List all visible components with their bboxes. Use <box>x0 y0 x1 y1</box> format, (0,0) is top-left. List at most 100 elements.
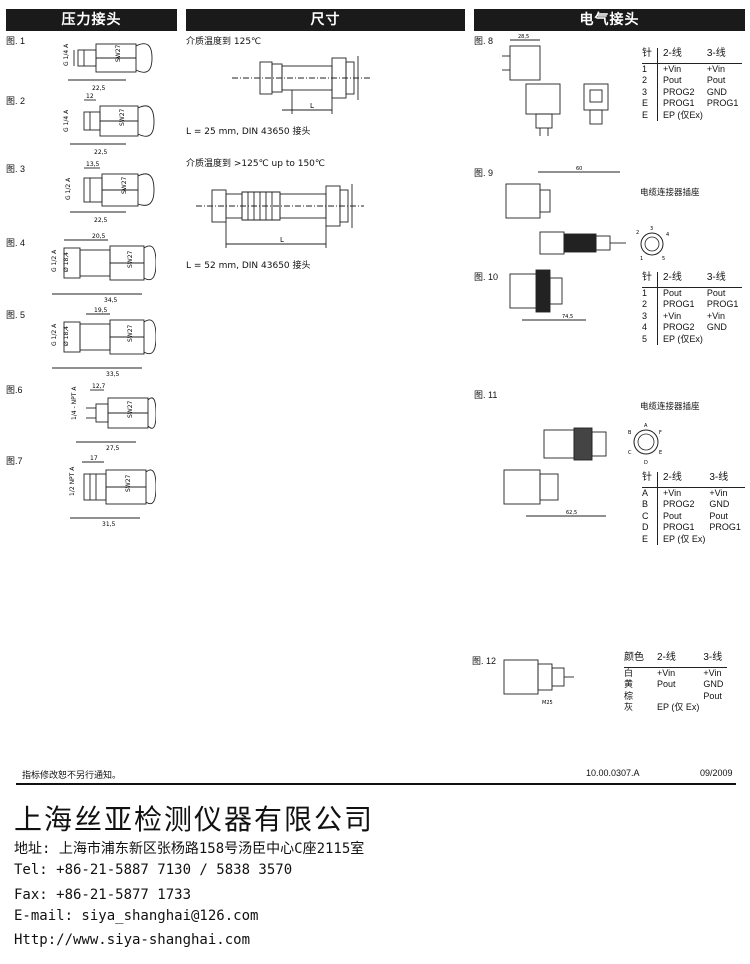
fig12-head-3wire: 3-线 <box>703 652 723 663</box>
wire-color: 白 <box>624 667 634 678</box>
pin-2wire: EP (仅Ex) <box>663 109 703 120</box>
fig8-dim-label: 28,5 <box>518 34 529 40</box>
wire-3wire: GND <box>703 679 724 689</box>
fig7-top-label: 17 <box>90 455 98 462</box>
pin-label: 3 <box>650 226 653 232</box>
pin-3wire: Pout <box>706 75 726 85</box>
pin: 1 <box>642 63 658 75</box>
pin: 3 <box>642 86 658 98</box>
pin-label: 1 <box>640 256 643 262</box>
fig11-label: 图. 11 <box>474 390 498 400</box>
fig3-thread-label: G 1/2 A <box>65 177 72 200</box>
pin-label: 4 <box>666 232 669 238</box>
company-tel: Tel: +86-21-5887 7130 / 5838 3570 <box>14 862 293 878</box>
fig4-thread-label: G 1/2 A <box>51 249 58 272</box>
pin-3wire <box>709 534 745 546</box>
pin-2wire: PROG1 <box>663 98 695 108</box>
fig2-label: 图. 2 <box>6 96 26 106</box>
company-email[interactable]: E-mail: siya_shanghai@126.com <box>14 908 259 924</box>
dimension-note-150: 介质温度到 >125℃ up to 150℃ <box>186 159 326 169</box>
fig1-hex-label: SW27 <box>115 44 122 62</box>
pin-3wire: +Vin <box>706 63 725 74</box>
fig8-head-pin: 针 <box>642 48 658 63</box>
pin: B <box>642 499 658 511</box>
fig12-dim-label: M25 <box>542 700 553 706</box>
company-name: 上海丝亚检测仪器有限公司 <box>14 803 375 836</box>
pin-3wire <box>707 110 743 122</box>
fig5-label: 图. 5 <box>6 310 26 320</box>
pin: 2 <box>642 299 658 311</box>
fig6-hex-label: SW27 <box>127 400 134 418</box>
fig4-hex-label: SW27 <box>127 250 134 268</box>
pin-label: 5 <box>662 256 665 262</box>
fig5-dim-label: 33,5 <box>106 371 120 378</box>
pin-2wire: Pout <box>663 75 682 85</box>
fig7-dim-label: 31,5 <box>102 521 116 528</box>
pin: 4 <box>642 322 658 334</box>
pin: E <box>642 98 658 110</box>
fig11-drawing: 62,5 <box>503 427 607 517</box>
company-website[interactable]: Http://www.siya-shanghai.com <box>14 932 251 948</box>
company-fax: Fax: +86-21-5877 1733 <box>14 887 192 903</box>
dimension-caption-short: L = 25 mm, DIN 43650 接头 <box>186 127 311 137</box>
pin-label: B <box>628 430 632 436</box>
pin-label: E <box>659 450 662 456</box>
fig9-label: 图. 9 <box>474 168 494 178</box>
fig6-drawing: 12,7 1/4 - NPT A SW27 27,5 <box>71 383 156 452</box>
fig6-dim-label: 27,5 <box>106 445 120 452</box>
fig1-thread-label: G 1/4 A <box>63 43 70 66</box>
fig9-drawing: 60 <box>505 166 626 255</box>
fig11-table-title: 电缆连接器插座 <box>640 401 700 411</box>
pin-2wire: PROG2 <box>663 322 695 332</box>
pin-2wire: Pout <box>663 287 682 298</box>
dimension-L-long: L <box>280 236 284 244</box>
round-connector-6pin: A B C D E F <box>628 423 662 466</box>
header-electrical-connection: 电气接头 <box>474 9 745 31</box>
fig10-drawing: 74,5 <box>509 269 586 321</box>
wire-color: 棕 <box>624 690 634 701</box>
wire-2wire <box>652 691 703 703</box>
pin: E <box>642 109 658 121</box>
fig12-label: 图. 12 <box>472 656 497 666</box>
fig5-hex-label: SW27 <box>127 324 134 342</box>
fig8-drawing: 28,5 <box>502 34 609 136</box>
header-dimensions: 尺寸 <box>186 9 465 31</box>
fig3-top-label: 13,5 <box>86 161 100 168</box>
fig1-dim-label: 22,5 <box>92 85 106 92</box>
pin-2wire: +Vin <box>663 63 682 74</box>
pin-3wire: Pout <box>709 510 728 521</box>
pin-3wire: PROG1 <box>706 299 739 309</box>
fig2-drawing: 12 G 1/4 A SW27 22,5 <box>63 93 155 156</box>
pin: A <box>642 487 658 499</box>
pin-2wire: PROG2 <box>663 499 695 509</box>
pin-3wire: Pout <box>706 287 726 298</box>
fig10-label: 图. 10 <box>474 272 499 282</box>
pin: C <box>642 510 658 522</box>
dimension-L-short: L <box>310 102 314 110</box>
footer-doc-number: 10.00.0307.A <box>586 768 640 778</box>
wire-color: 黄 <box>624 679 634 689</box>
fig10-table-title: 电缆连接器插座 <box>640 187 700 197</box>
fig11-head-pin: 针 <box>642 472 658 487</box>
pin: 1 <box>642 287 658 299</box>
pin-2wire: Pout <box>663 510 682 521</box>
fig12-head-2wire: 2-线 <box>657 652 676 663</box>
fig4-label: 图. 4 <box>6 238 26 248</box>
fig4-top-label: 20,5 <box>92 233 106 240</box>
fig9-dim-label: 60 <box>576 166 582 172</box>
fig5-top-label: 19,5 <box>94 307 108 314</box>
pin: E <box>642 533 658 545</box>
fig4-drawing: 20,5 G 1/2 A Ø 18,4 SW27 34,5 <box>51 233 156 304</box>
fig8-head-3wire: 3-线 <box>706 48 726 59</box>
pin-2wire: PROG2 <box>663 86 695 97</box>
fig6-top-label: 12,7 <box>92 383 106 390</box>
fig8-label: 图. 8 <box>474 36 494 46</box>
pin-2wire: +Vin <box>663 310 682 321</box>
pin: 5 <box>642 333 658 345</box>
fig2-hex-label: SW27 <box>119 108 126 126</box>
wire-3wire <box>703 702 727 714</box>
fig4-dim-label: 34,5 <box>104 297 118 304</box>
fig10-dim-label: 74,5 <box>562 314 573 320</box>
fig11-head-3wire: 3-线 <box>709 472 729 483</box>
